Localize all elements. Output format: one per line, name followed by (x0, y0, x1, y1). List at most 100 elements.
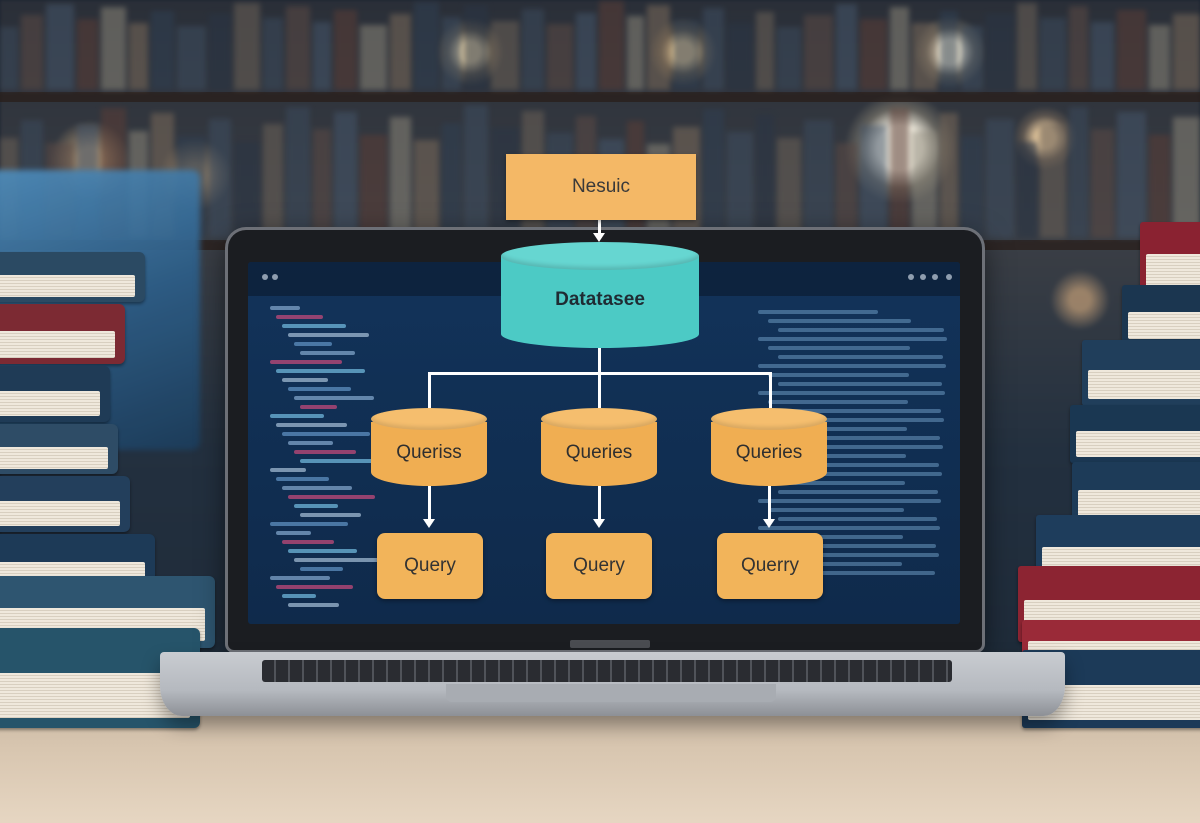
toolbar-dot-icon (908, 274, 914, 280)
shelf-book (1040, 124, 1067, 238)
query-label: Queries (735, 442, 803, 463)
toolbar-dot-icon (946, 274, 952, 280)
shelf-book (803, 15, 833, 90)
code-line (288, 333, 369, 337)
code-line (778, 328, 944, 332)
arrow-head (423, 519, 435, 528)
shelf-book (334, 9, 357, 90)
book (0, 304, 125, 364)
code-line (758, 553, 939, 557)
code-line (282, 594, 316, 598)
code-line (758, 418, 944, 422)
shelf-book (263, 18, 283, 90)
shelf-book (285, 6, 311, 90)
book (0, 366, 110, 422)
shelf-book (889, 108, 910, 238)
code-line (276, 531, 311, 535)
query-cylinder-top (541, 408, 657, 430)
code-line (276, 477, 329, 481)
shelf-book (100, 7, 127, 90)
shelf-book (777, 137, 801, 238)
code-line (778, 355, 943, 359)
wooden-desk (0, 700, 1200, 823)
shelf-book (359, 134, 388, 238)
code-line (270, 306, 300, 310)
code-line (768, 454, 906, 458)
shelf-book (1040, 18, 1067, 90)
shelf-book (835, 3, 858, 90)
arrow-head (763, 519, 775, 528)
shelf-book (1173, 13, 1200, 90)
code-line (294, 450, 356, 454)
connector (769, 372, 772, 408)
book (0, 424, 118, 474)
code-line (300, 513, 361, 517)
query-node: Queries (541, 408, 657, 486)
shelf-book (1173, 117, 1200, 238)
shelf-book (576, 12, 597, 90)
trackpad (446, 684, 776, 702)
code-line (300, 351, 355, 355)
code-line (758, 445, 943, 449)
shelf-book (727, 23, 753, 90)
shelf-book (1069, 6, 1088, 90)
code-line (282, 378, 328, 382)
query-cylinder-top (711, 408, 827, 430)
shelf-book (208, 118, 231, 238)
code-line (270, 468, 306, 472)
code-line (778, 436, 940, 440)
toolbar-dot-icon (920, 274, 926, 280)
code-line (300, 567, 343, 571)
database-cylinder-body (501, 256, 699, 348)
code-line (288, 549, 357, 553)
shelf-book (208, 14, 231, 90)
shelf-book (313, 21, 332, 90)
code-line (276, 585, 353, 589)
query-leaf: Query (546, 533, 652, 599)
shelf-book (889, 7, 910, 90)
connector (598, 372, 601, 408)
arrow-head (593, 233, 605, 242)
root-node: Nesuic (506, 154, 696, 220)
toolbar-dot-icon (272, 274, 278, 280)
shelf-book (233, 141, 261, 238)
database-node: Datatasee (501, 242, 699, 348)
book (1070, 405, 1200, 463)
shelf-book (835, 142, 858, 238)
code-line (276, 369, 365, 373)
code-line (300, 405, 337, 409)
shelf-book (263, 124, 283, 238)
database-label: Datatasee (555, 289, 645, 310)
shelf-book (76, 18, 98, 90)
shelf-book (359, 25, 388, 90)
query-leaf: Query (377, 533, 483, 599)
arrow-head (593, 519, 605, 528)
shelf-book (442, 17, 462, 90)
shelf-book (522, 9, 544, 90)
query-label: Queries (565, 442, 633, 463)
code-line (276, 423, 347, 427)
code-line (768, 508, 904, 512)
shelf-book (1090, 129, 1115, 238)
code-line (768, 319, 911, 323)
code-line (270, 414, 324, 418)
shelf-book (1117, 9, 1146, 90)
book (1082, 340, 1200, 406)
toolbar-dot-icon (262, 274, 268, 280)
keyboard (262, 660, 952, 682)
code-line (768, 427, 907, 431)
code-line (270, 360, 342, 364)
shelf-book (777, 27, 801, 90)
laptop-brand-logo (570, 640, 650, 648)
shelf-book (912, 22, 937, 90)
shelf-book (599, 0, 624, 90)
code-line (294, 558, 380, 562)
shelf-book (960, 26, 984, 90)
shelf-book (490, 20, 520, 90)
database-icon (501, 242, 699, 270)
code-line (288, 441, 333, 445)
shelf-book (334, 112, 357, 238)
shelf-book (860, 125, 887, 238)
